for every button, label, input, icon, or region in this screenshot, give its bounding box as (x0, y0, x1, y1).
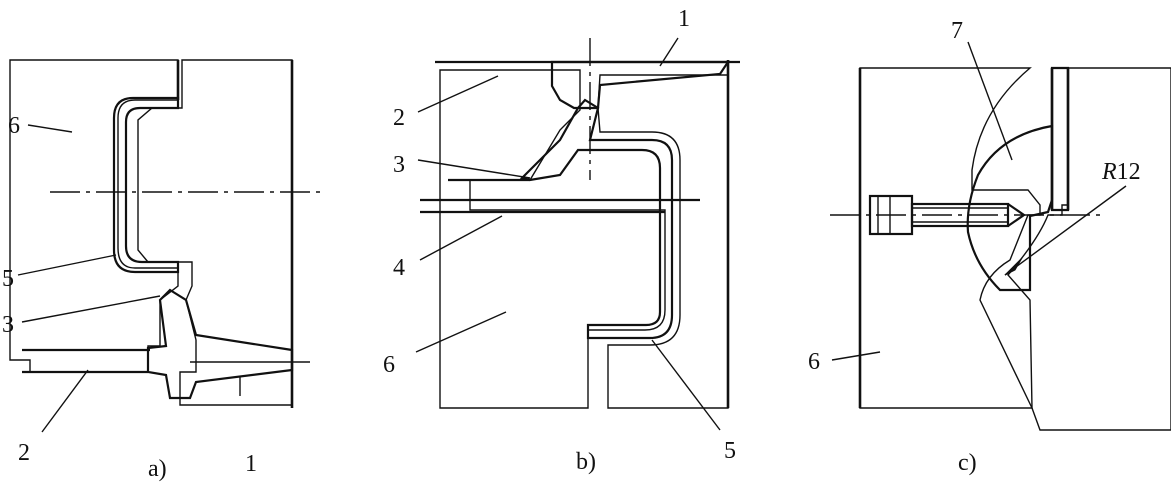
label-1-a: 1 (245, 451, 257, 477)
seal-5-a (112, 96, 180, 274)
part-right-body-a (137, 59, 293, 406)
part-6-body-b (439, 69, 666, 409)
label-5-b: 5 (724, 438, 736, 464)
label-2-b: 2 (393, 105, 405, 131)
part-6-body-a (9, 59, 179, 373)
seal-3-5-b (519, 98, 674, 340)
ball-7-c (966, 124, 1054, 292)
caption-b: b) (576, 449, 596, 475)
caption-c: c) (958, 450, 977, 476)
label-r12-c: R12 (1101, 159, 1141, 185)
figure-a: 6 5 3 2 1 a) (2, 59, 322, 482)
label-3-b: 3 (393, 152, 405, 178)
label-4-b: 4 (393, 255, 405, 281)
part-right-body-c (1007, 67, 1171, 431)
label-3-a: 3 (2, 312, 14, 338)
figure-c: 7 R12 6 c) (808, 18, 1171, 476)
label-6-b: 6 (383, 352, 395, 378)
label-1-b: 1 (678, 6, 690, 32)
label-5-a: 5 (2, 266, 14, 292)
part-6-body-c (859, 67, 1041, 409)
label-7-c: 7 (951, 18, 963, 44)
seal-strip-c (1050, 66, 1070, 212)
part-right-body-b (597, 74, 729, 409)
seal-3-1-a (146, 288, 294, 400)
label-r12-letter: R (1101, 159, 1117, 185)
label-r12-number: 12 (1117, 159, 1141, 185)
label-6-c: 6 (808, 349, 820, 375)
seal-1-b (550, 60, 731, 110)
label-6-a: 6 (8, 113, 20, 139)
figure-b: 1 2 3 4 6 5 b) (383, 6, 740, 475)
label-2-a: 2 (18, 440, 30, 466)
caption-a: a) (148, 456, 167, 482)
